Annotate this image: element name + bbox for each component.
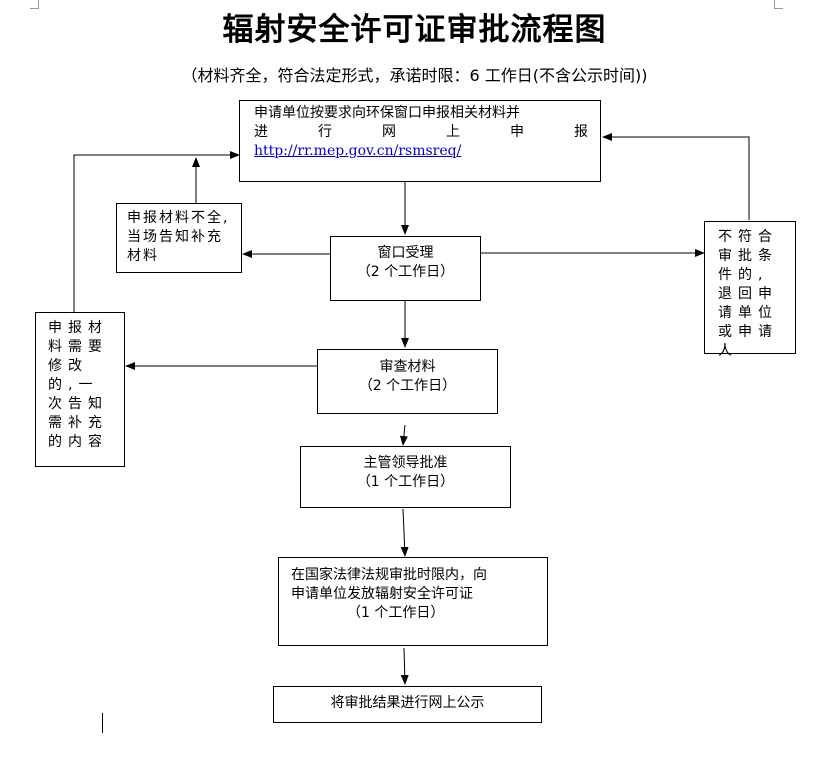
incomplete-text: 申报材料不全,当场告知补充材料 [127, 210, 230, 264]
apply-line2-char: 网 [382, 124, 396, 140]
node-issue-license: 在国家法律法规审批时限内，向 申请单位发放辐射安全许可证 （1 个工作日） [278, 557, 548, 646]
apply-line2-char: 上 [446, 124, 460, 140]
reject-text: 不符合审批条件的,退回申请单位或申请人 [718, 229, 778, 359]
text-cursor [102, 713, 103, 733]
arrow-reject-to-apply [602, 133, 750, 220]
review-label: 审查材料 [379, 359, 436, 375]
node-modify-materials: 申报材料需要修改的,一次告知需补充的内容 [35, 312, 125, 467]
window-duration: （2 个工作日） [356, 264, 455, 280]
publish-label: 将审批结果进行网上公示 [330, 695, 485, 711]
review-duration: （2 个工作日） [358, 378, 457, 394]
apply-line2: 进 行 网 上 申 报 [254, 123, 588, 142]
node-window-acceptance: 窗口受理 （2 个工作日） [330, 236, 481, 301]
window-label: 窗口受理 [377, 245, 434, 261]
apply-portal-link[interactable]: http://rr.mep.gov.cn/rsmsreq/ [254, 143, 462, 159]
node-incomplete-materials: 申报材料不全,当场告知补充材料 [116, 203, 242, 273]
issue-duration: （1 个工作日） [347, 605, 445, 621]
arrow-review-to-leader [399, 424, 408, 446]
node-leader-approval: 主管领导批准 （1 个工作日） [300, 446, 511, 508]
apply-line2-char: 申 [510, 124, 524, 140]
leader-label: 主管领导批准 [363, 455, 448, 471]
apply-line2-char: 行 [318, 124, 332, 140]
node-review-materials: 审查材料 （2 个工作日） [317, 349, 498, 414]
page-corner-mark [30, 0, 39, 9]
leader-duration: （1 个工作日） [356, 474, 455, 490]
issue-line1: 在国家法律法规审批时限内，向 [291, 567, 487, 583]
node-publish-result: 将审批结果进行网上公示 [273, 686, 542, 723]
arrow-leader-to-issue [400, 508, 409, 557]
page-title: 辐射安全许可证审批流程图 [222, 12, 607, 48]
apply-line2-char: 进 [254, 124, 268, 140]
page-subtitle: （材料齐全，符合法定形式，承诺时限：6 工作日(不含公示时间)) [181, 66, 648, 85]
node-reject-return: 不符合审批条件的,退回申请单位或申请人 [704, 221, 796, 359]
arrow-modify-to-apply [73, 151, 240, 312]
apply-line1: 申请单位按要求向环保窗口申报相关材料并 [254, 105, 520, 121]
modify-text: 申报材料需要修改的,一次告知需补充的内容 [48, 320, 108, 450]
issue-line2: 申请单位发放辐射安全许可证 [291, 586, 473, 602]
page-corner-mark [774, 0, 783, 9]
node-apply-online: 申请单位按要求向环保窗口申报相关材料并 进 行 网 上 申 报 http://r… [239, 100, 601, 182]
arrow-issue-to-publish [400, 647, 409, 685]
apply-line2-char: 报 [574, 124, 588, 140]
